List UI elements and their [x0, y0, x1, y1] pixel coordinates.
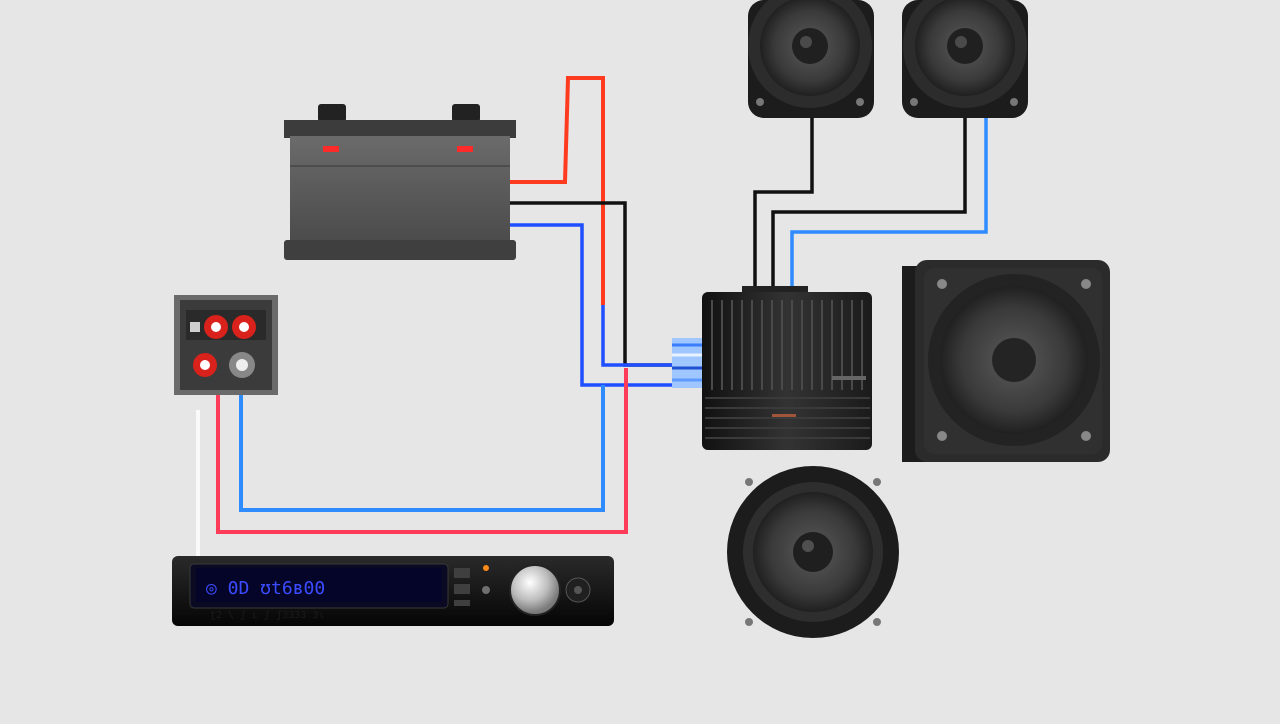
- speaker-top-right: [902, 0, 1028, 118]
- head-unit-subtext: ʈ2 \ ʃ ʟ ʃ ʃ3333 3ɩ: [210, 610, 324, 621]
- battery-positive-wire: [510, 76, 605, 305]
- amplifier: [702, 286, 872, 450]
- battery-signal-wire: [510, 223, 672, 387]
- head-unit-blue-wire: [239, 385, 605, 512]
- speaker-wire-1: [753, 118, 814, 290]
- blue-trunk-wire: [601, 305, 672, 367]
- speaker-wire-2: [771, 118, 967, 290]
- subwoofer-box: [902, 260, 1110, 462]
- amp-heatsink-fins: [711, 300, 863, 390]
- speaker-wire-3: [790, 118, 988, 290]
- battery: [284, 104, 516, 260]
- head-unit-red-wire: [216, 368, 628, 534]
- volume-knob[interactable]: [509, 564, 561, 616]
- distribution-block: [174, 295, 278, 395]
- head-unit: ◎ 0D ʊt6ʙ00 ʈ2 \ ʃ ʟ ʃ ʃ3333 3ɩ: [172, 556, 614, 626]
- speaker-bottom: [727, 466, 899, 638]
- speaker-top-left: [748, 0, 874, 118]
- head-unit-display: ◎ 0D ʊt6ʙ00: [206, 578, 325, 599]
- battery-ground-wire: [510, 201, 672, 367]
